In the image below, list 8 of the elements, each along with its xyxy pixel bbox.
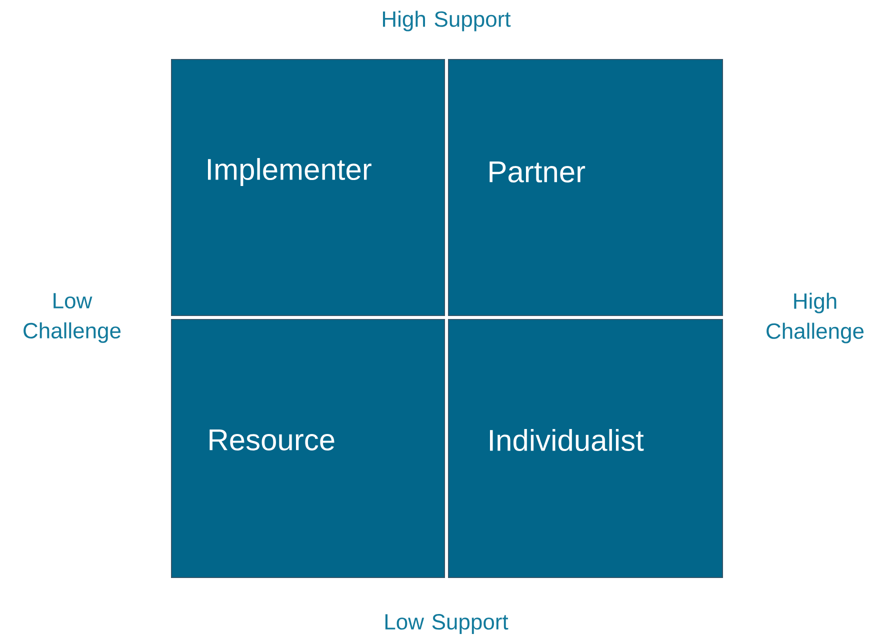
axis-label: Low Support — [385, 614, 508, 634]
axis-label: Low Challenge — [24, 293, 121, 343]
quadrant-box: Partner — [448, 59, 723, 316]
quadrant-box: Implementer — [171, 59, 445, 316]
axis-label: High Challenge — [766, 292, 864, 344]
quadrant-box: Individualist — [448, 319, 723, 578]
axis-label: High Support — [383, 10, 511, 32]
quadrant-box: Resource — [171, 319, 445, 578]
